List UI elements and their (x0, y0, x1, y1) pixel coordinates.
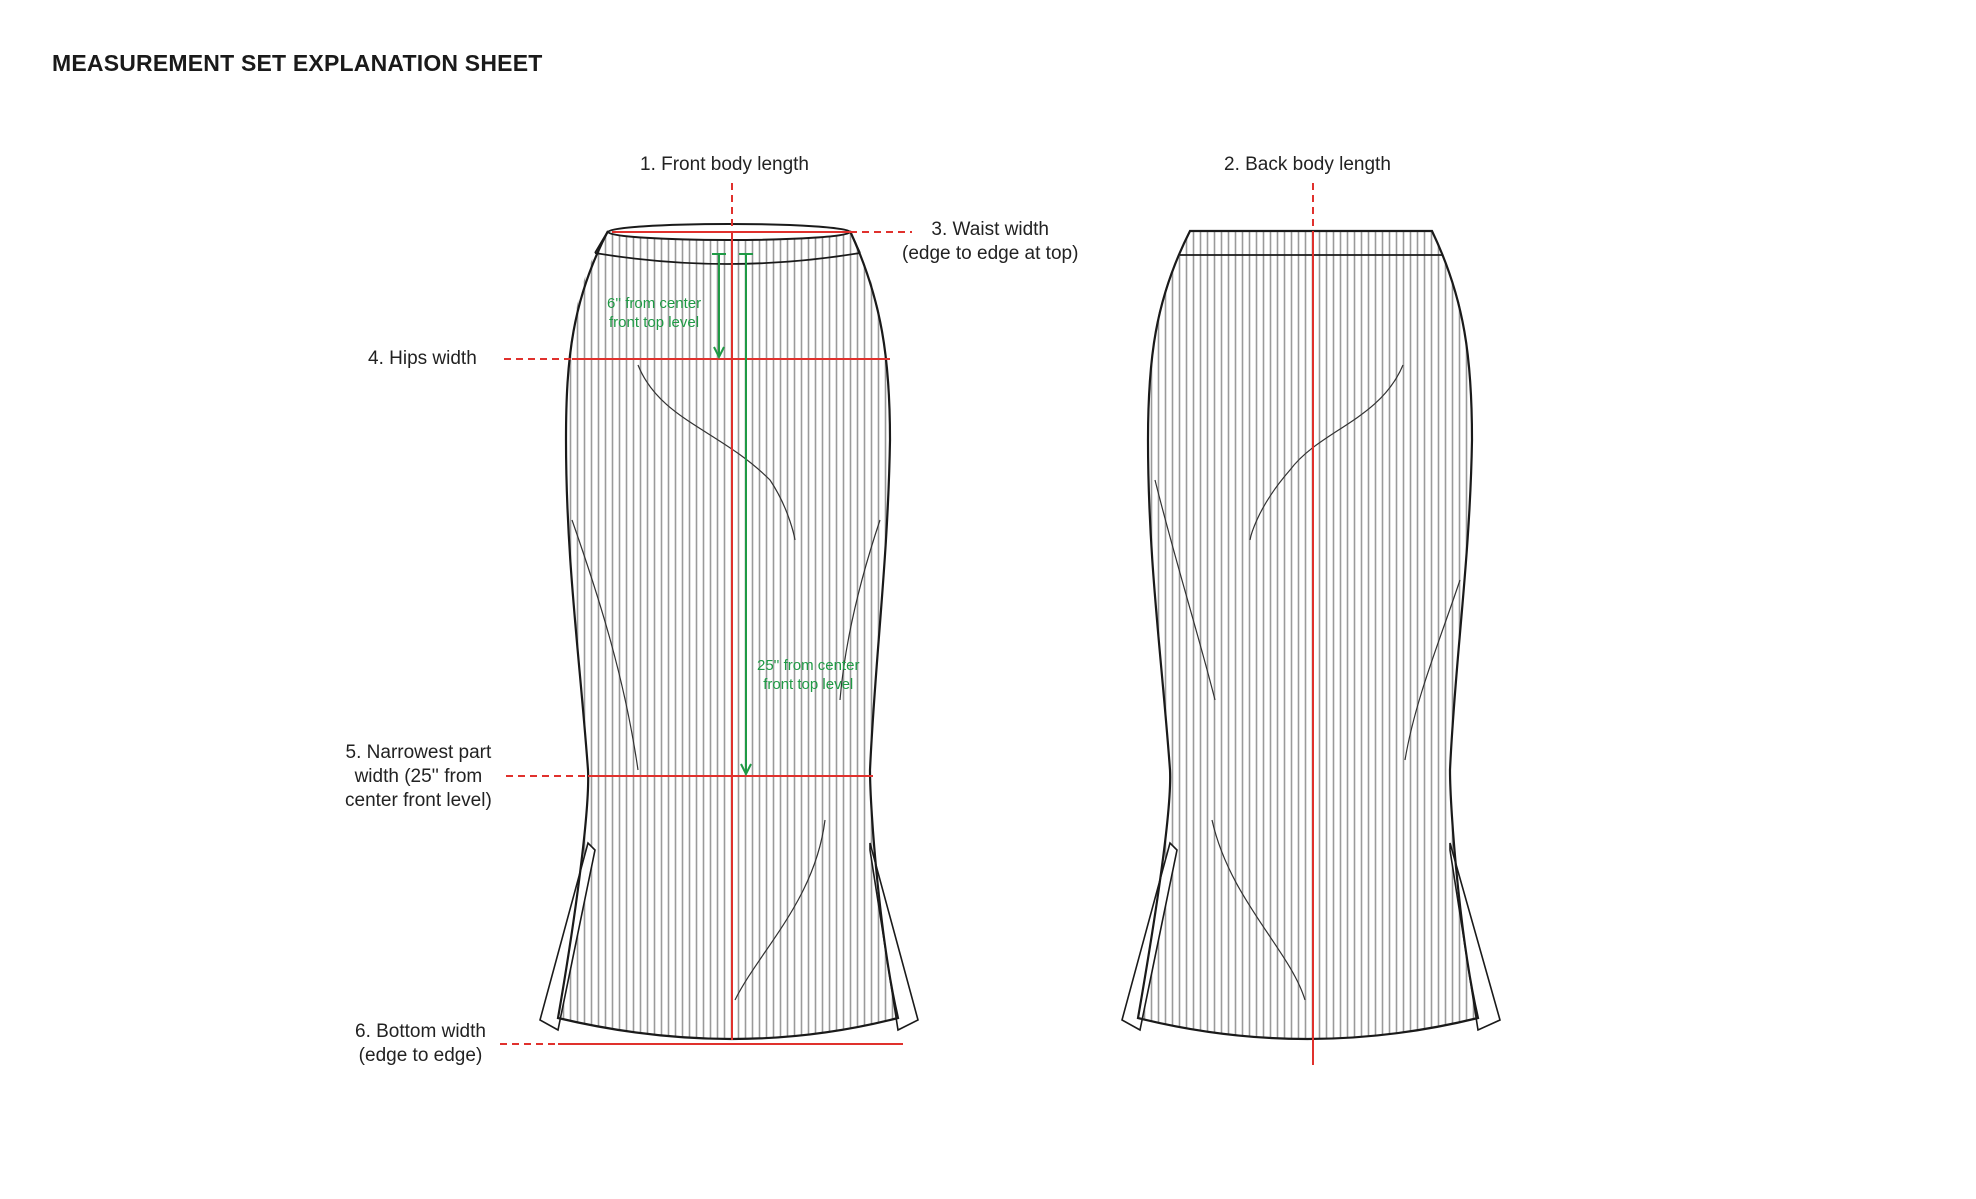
narrow-offset-note: 25'' from center front top level (757, 657, 860, 693)
narrowest-width-label: 5. Narrowest part width (25'' from cente… (345, 742, 492, 811)
front-body-length-label: 1. Front body length (640, 154, 809, 175)
waist-width-label: 3. Waist width (edge to edge at top) (902, 219, 1079, 264)
offset-arrows (712, 253, 753, 777)
back-body-length-label: 2. Back body length (1224, 154, 1391, 175)
hips-width-label: 4. Hips width (368, 348, 477, 369)
hips-offset-note: 6'' from center front top level (607, 295, 702, 331)
bottom-width-label: 6. Bottom width (edge to edge) (355, 1021, 486, 1066)
front-skirt (539, 223, 919, 1041)
back-skirt (1121, 229, 1501, 1041)
front-measure-lines (500, 183, 912, 1045)
sheet-title: MEASUREMENT SET EXPLANATION SHEET (52, 50, 543, 76)
